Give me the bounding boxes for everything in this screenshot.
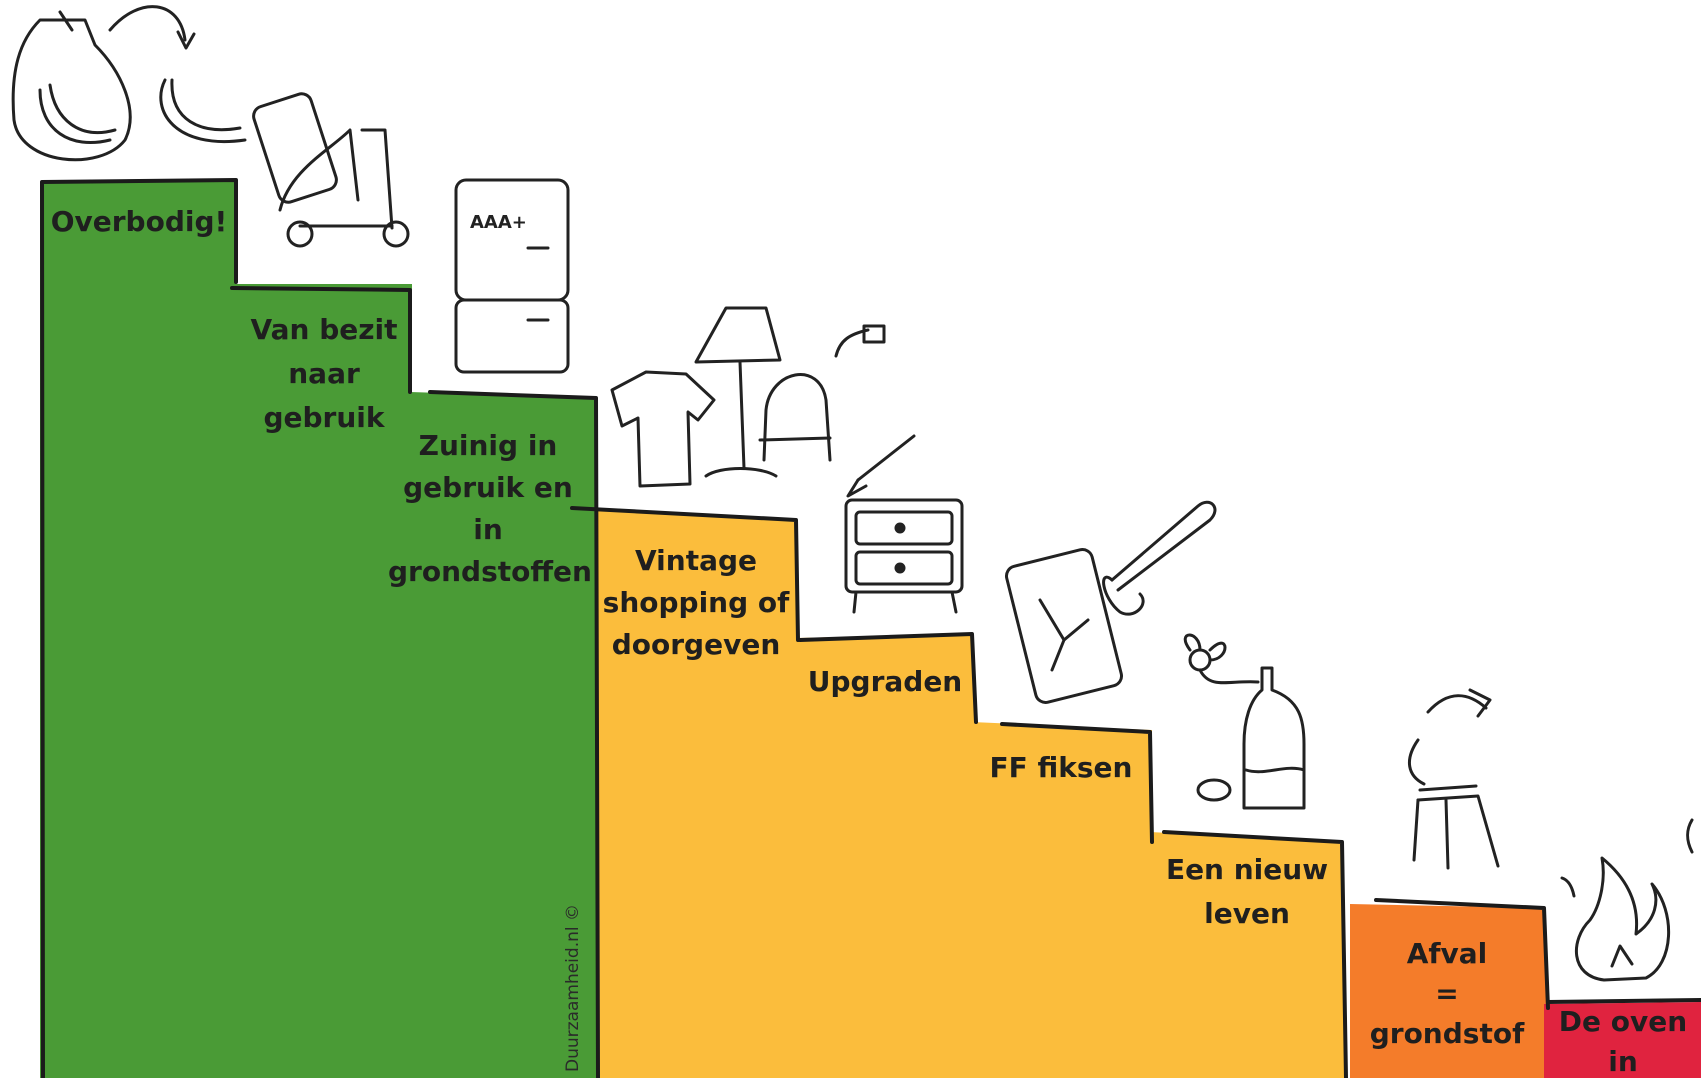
broken-phone-wrench-icon [1004,502,1215,704]
step-block-1 [40,182,236,1078]
copyright-credit: Duurzaamheid.nl © [563,904,583,1072]
step-label-2: Van bezit naar gebruik [240,308,408,440]
step-label-5: Upgraden [800,660,970,704]
recycle-jeans-icon [1409,690,1498,868]
bottle-flower-vase-icon [1185,635,1304,808]
step-label-6: FF fiksen [976,746,1146,790]
banana-bag-icon [13,7,245,160]
step-label-8: Afval = grondstof [1354,934,1540,1054]
paint-drawer-icon [846,436,962,612]
shirt-lamp-chair-icon [612,308,884,486]
step-label-9: De oven in [1548,1002,1698,1082]
phone-scooter-icon [251,91,408,246]
fridge-aaa-icon: AAA+ [456,180,568,372]
fire-icon [1562,820,1692,980]
step-label-4: Vintage shopping of doorgeven [600,540,792,666]
fridge-label: AAA+ [470,212,527,233]
step-label-7: Een nieuw leven [1154,848,1340,936]
step-label-3: Zuinig in gebruik en in grondstoffen [388,425,588,593]
step-label-1: Overbodig! [44,200,234,244]
